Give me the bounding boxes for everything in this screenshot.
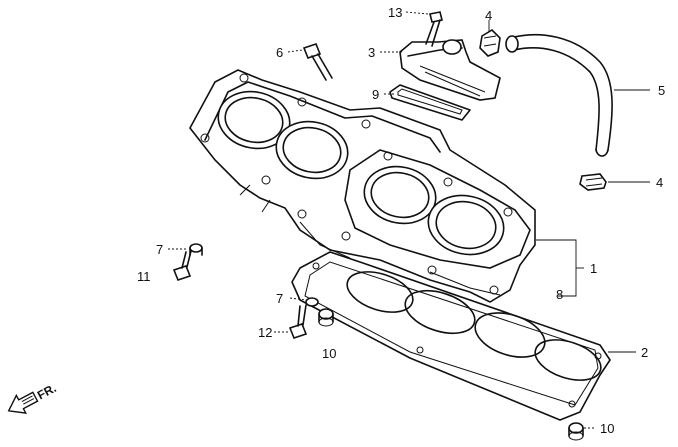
callout-2: 2 [641, 345, 648, 360]
dowel-pin-7-left [189, 243, 203, 256]
bolt-12 [288, 304, 308, 339]
callout-13: 13 [388, 5, 402, 20]
callout-3: 3 [368, 45, 375, 60]
bolt-11 [172, 250, 192, 281]
hose-clamp-lower [579, 173, 607, 191]
bolt-6 [302, 43, 333, 81]
dowel-10-bottom [568, 422, 584, 441]
callout-8: 8 [556, 287, 563, 302]
callout-10-center: 10 [322, 346, 336, 361]
front-direction-label: FR. [35, 381, 59, 402]
callout-12: 12 [258, 325, 272, 340]
callout-7-center: 7 [276, 291, 283, 306]
water-hose [505, 33, 613, 157]
dowel-pin-7-center [305, 297, 319, 307]
callout-11: 11 [137, 269, 151, 284]
callout-4-lower: 4 [656, 175, 663, 190]
cylinder-base-gasket [291, 251, 611, 421]
housing-o-ring-gasket [389, 84, 471, 121]
callout-7-left: 7 [156, 242, 163, 257]
callout-6: 6 [276, 45, 283, 60]
callout-10-bottom: 10 [600, 421, 614, 436]
bolt-13 [425, 11, 443, 47]
callout-4-upper: 4 [485, 8, 492, 23]
front-direction-arrow: FR. [7, 381, 59, 414]
dowel-10-center [318, 308, 334, 327]
cylinder-block [189, 69, 536, 303]
callout-5: 5 [658, 83, 665, 98]
callout-1: 1 [590, 261, 597, 276]
callout-9: 9 [372, 87, 379, 102]
leader-lines [168, 11, 650, 429]
hose-clamp-upper [479, 28, 501, 57]
